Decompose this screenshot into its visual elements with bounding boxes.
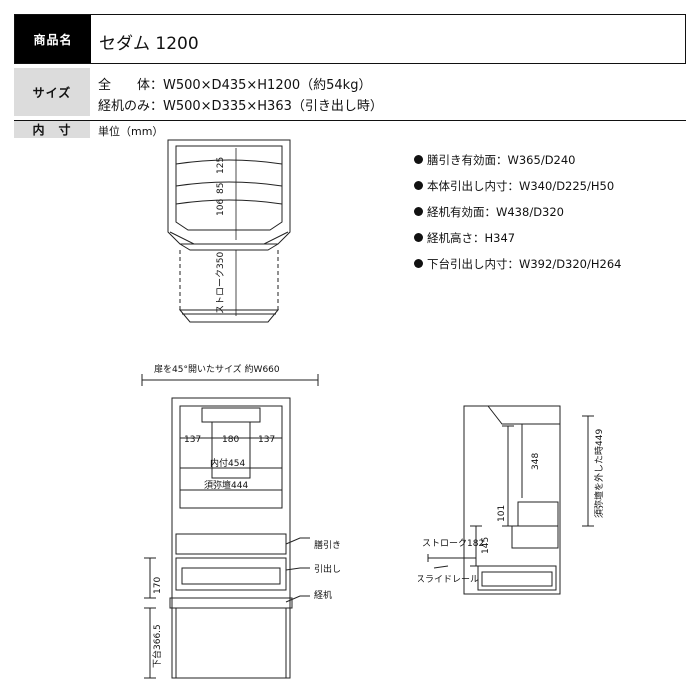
dim-85: 85 xyxy=(216,183,226,194)
spec-item: 膳引き有効面：W365/D240 xyxy=(414,152,621,178)
dim-137-left: 137 xyxy=(184,435,201,445)
spec-item: 下台引出し内寸：W392/D320/H264 xyxy=(414,256,621,282)
dim-125: 125 xyxy=(216,157,226,174)
open-size-label: 扉を45°開いたサイズ 約W660 xyxy=(154,363,280,375)
removed-height-label: 須弥壇を外した時449 xyxy=(593,429,605,518)
slide-rail-label: スライドレール xyxy=(418,574,479,585)
dim-101: 101 xyxy=(497,505,507,522)
interior-label: 内 寸 xyxy=(14,121,90,138)
kyouki-label: 経机 xyxy=(314,589,332,601)
unit-label: 単位（mm） xyxy=(98,125,164,138)
bullet-icon xyxy=(414,233,423,242)
product-row: 商品名 セダム 1200 xyxy=(14,14,686,64)
shumidan-label: 須弥壇444 xyxy=(204,479,248,491)
product-label: 商品名 xyxy=(15,15,91,63)
lower-height-label: 下台366.5 xyxy=(151,624,163,668)
interior-row: 内 寸 単位（mm） xyxy=(14,120,686,138)
size-line-total: 全 体：W500×D435×H1200（約54kg） xyxy=(98,78,372,93)
top-view-diagram: 125 85 106 ストローク350 xyxy=(167,139,291,323)
spec-item: 経机有効面：W438/D320 xyxy=(414,204,621,230)
spec-item: 経机高さ：H347 xyxy=(414,230,621,256)
size-label: サイズ xyxy=(14,68,90,116)
stroke-182: ストローク182 xyxy=(422,538,484,549)
inner-width-label: 内付454 xyxy=(210,457,245,469)
zenbiki-label: 膳引き xyxy=(314,539,341,551)
size-row: サイズ 全 体：W500×D435×H1200（約54kg） 経机のみ：W500… xyxy=(14,68,686,116)
dim-170: 170 xyxy=(153,577,163,594)
bullet-icon xyxy=(414,207,423,216)
front-view-diagram: 扉を45°開いたサイズ 約W660 137 180 137 内付454 須弥壇4… xyxy=(141,363,341,679)
dim-180: 180 xyxy=(222,435,239,445)
product-name: セダム 1200 xyxy=(99,34,199,54)
dim-348: 348 xyxy=(531,453,541,470)
dim-145: 145 xyxy=(481,537,491,554)
dim-137-right: 137 xyxy=(258,435,275,445)
side-view-diagram: 348 101 145 ストローク182 スライドレール 須弥壇を外した時449 xyxy=(418,405,605,595)
bullet-icon xyxy=(414,155,423,164)
spec-item: 本体引出し内寸：W340/D225/H50 xyxy=(414,178,621,204)
bullet-icon xyxy=(414,259,423,268)
size-line-desk: 経机のみ：W500×D335×H363（引き出し時） xyxy=(98,99,383,114)
stroke-350: ストローク350 xyxy=(215,252,226,314)
bullet-icon xyxy=(414,181,423,190)
dim-106: 106 xyxy=(216,199,226,216)
hikidashi-label: 引出し xyxy=(314,563,341,575)
spec-list: 膳引き有効面：W365/D240 本体引出し内寸：W340/D225/H50 経… xyxy=(414,152,621,282)
